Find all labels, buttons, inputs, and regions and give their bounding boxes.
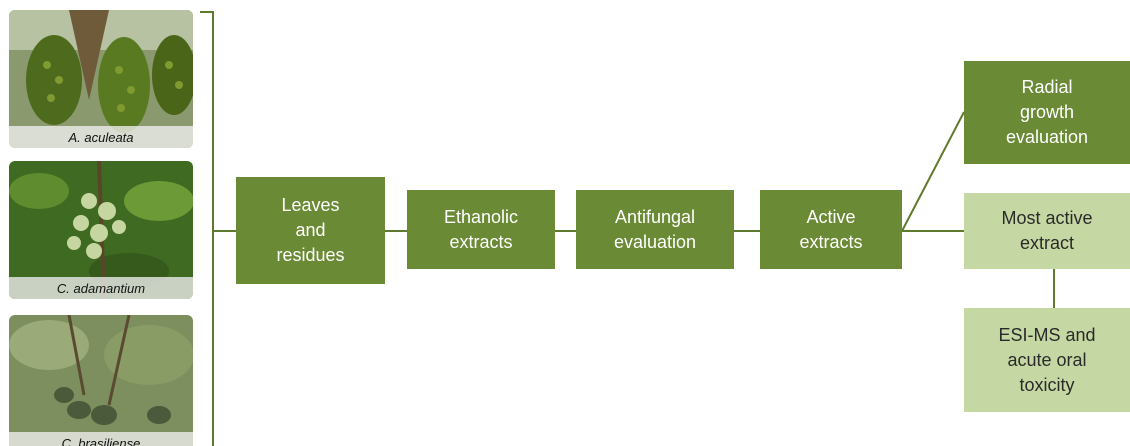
caption-a-aculeata: A. aculeata xyxy=(9,126,193,148)
esi-ms-acute-oral-toxicity-box: ESI-MS and acute oral toxicity xyxy=(964,308,1130,412)
a-aculeata-image xyxy=(9,10,193,148)
esi-ms-acute-oral-toxicity-label: ESI-MS and acute oral toxicity xyxy=(998,324,1096,395)
radial-growth-evaluation-label: Radial growth evaluation xyxy=(1005,77,1089,147)
c-brasiliense-image xyxy=(9,315,193,446)
caption-c-brasiliense: C. brasiliense xyxy=(9,432,193,446)
species-photo-c-adamantium: C. adamantium xyxy=(9,161,193,299)
antifungal-evaluation-label: Antifungal evaluation xyxy=(613,206,697,252)
antifungal-evaluation-box: Antifungal evaluation xyxy=(576,190,734,269)
species-photo-c-brasiliense: C. brasiliense xyxy=(9,315,193,446)
most-active-extract-box: Most active extract xyxy=(964,193,1130,269)
most-active-extract-label: Most active extract xyxy=(1001,208,1093,253)
species-photo-a-aculeata: A. aculeata xyxy=(9,10,193,148)
radial-growth-evaluation-box: Radial growth evaluation xyxy=(964,61,1130,164)
ethanolic-extracts-box: Ethanolic extracts xyxy=(407,190,555,269)
leaves-and-residues-box: Leaves and residues xyxy=(236,177,385,284)
ethanolic-extracts-label: Ethanolic extracts xyxy=(443,206,519,252)
active-extracts-label: Active extracts xyxy=(799,206,863,252)
active-extracts-box: Active extracts xyxy=(760,190,902,269)
caption-c-adamantium: C. adamantium xyxy=(9,277,193,299)
leaves-and-residues-label: Leaves and residues xyxy=(276,195,345,265)
